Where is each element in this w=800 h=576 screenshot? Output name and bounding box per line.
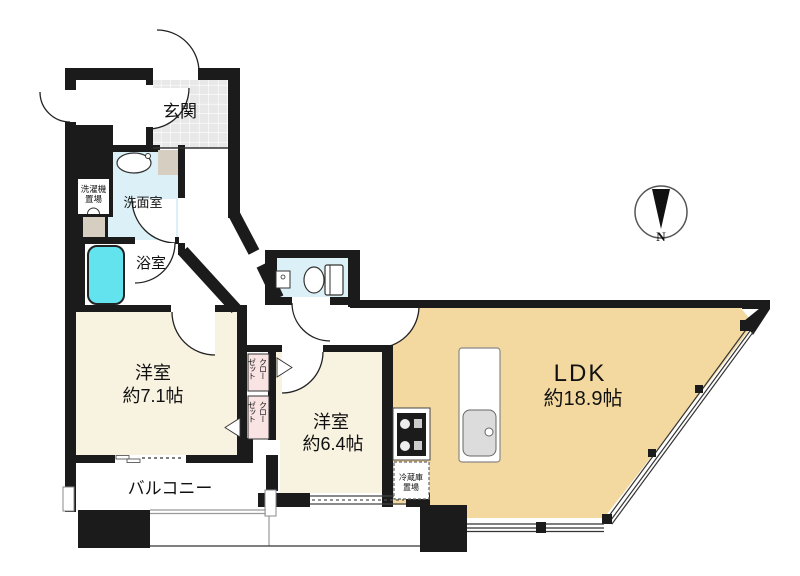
- compass-north-label: N: [656, 229, 666, 244]
- closet-door-icon: [276, 357, 293, 378]
- washbasin-icon: [116, 152, 152, 174]
- bedroom2-size: 約6.4帖: [302, 434, 363, 454]
- hall-side-door-arc: [39, 91, 71, 123]
- counter-block: [83, 217, 105, 237]
- ldk-size: 約18.9帖: [544, 387, 623, 410]
- washroom-label: 洗面室: [123, 195, 162, 210]
- balcony-railing: [62, 147, 420, 547]
- washroom-door-arc: [131, 198, 177, 244]
- laundry-label-2: 置場: [85, 194, 103, 204]
- labels: 玄関 洗面室 浴室 洗濯機 置場 洋室 約7.1帖 洋室 約6.4帖 LDK 約…: [81, 102, 623, 498]
- washer-box: [76, 177, 111, 216]
- entrance-door-arc: [156, 29, 200, 73]
- window-mullion: [648, 449, 656, 457]
- bedroom1-door-arc: [171, 311, 216, 356]
- bathtub-icon: [87, 245, 125, 305]
- balcony-label: バルコニー: [128, 479, 213, 498]
- bedroom2-door-arc: [281, 351, 324, 394]
- fixtures: [76, 150, 501, 500]
- window-mullion: [536, 522, 546, 533]
- laundry-label-1: 洗濯機: [81, 184, 107, 194]
- windows: [115, 320, 755, 533]
- door-swings: [39, 29, 420, 394]
- compass: N: [634, 185, 688, 244]
- ldk-floor: [377, 307, 754, 518]
- pillar: [420, 505, 467, 552]
- toilet-door-arc: [291, 302, 331, 342]
- walls: [65, 68, 770, 552]
- genkan-hall-door-arc: [147, 87, 190, 130]
- bath-label: 浴室: [136, 255, 166, 272]
- closet-lower-text-col1: クロー: [259, 401, 268, 422]
- closet-upper-text-col1: クロー: [259, 358, 268, 379]
- counter-block: [158, 150, 178, 175]
- washer-drum-icon: [87, 207, 100, 215]
- closet-upper-text-col2: ゼット: [248, 358, 257, 380]
- fridge-label-1: 冷蔵庫: [399, 472, 423, 482]
- bath-door-arc: [134, 242, 176, 284]
- closet-lower-text-col2: ゼット: [248, 401, 257, 423]
- toilet-sink-icon: [275, 270, 291, 289]
- bedroom2-label: 洋室: [313, 412, 349, 432]
- window-mullion: [695, 385, 703, 393]
- closet-lower: [247, 395, 270, 440]
- closet-upper: [247, 353, 270, 392]
- bedroom1-label: 洋室: [135, 363, 171, 383]
- toilet-bowl-icon: [303, 266, 325, 294]
- ldk-label: LDK: [554, 360, 607, 387]
- balcony-corner-block: [78, 510, 150, 548]
- kitchen-sink-icon: [462, 409, 497, 457]
- fridge-label-2: 置場: [403, 482, 419, 492]
- faucet-icon: [145, 153, 151, 159]
- sink-faucet-icon: [484, 427, 494, 437]
- compass-needle-icon: [652, 189, 670, 229]
- genkan-label: 玄関: [163, 102, 197, 121]
- fridge-space: [393, 461, 430, 500]
- toilet-tank-icon: [324, 264, 344, 296]
- bedroom1-size: 約7.1帖: [122, 386, 183, 406]
- closet-door-icon: [224, 417, 241, 438]
